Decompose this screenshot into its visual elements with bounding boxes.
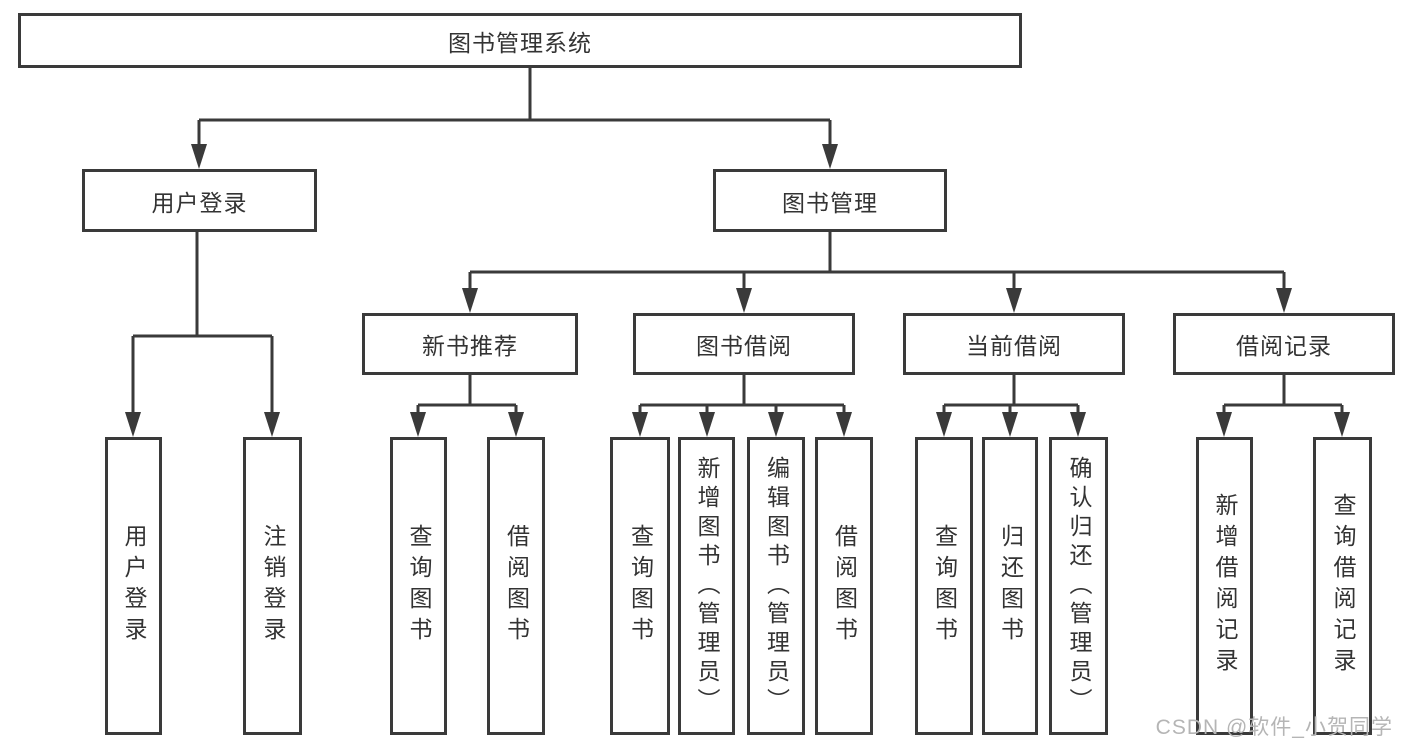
leaf-logout-label: 注销登录 (260, 524, 286, 648)
leaf-add-borrow-record-label: 新增借阅记录 (1212, 493, 1238, 679)
node-new-book-recommend-label: 新书推荐 (422, 333, 518, 359)
leaf-query-book-2: 查询图书 (610, 437, 670, 735)
leaf-borrow-book-2: 借阅图书 (815, 437, 873, 735)
leaf-confirm-return-admin: 确认归还（管理员） (1049, 437, 1108, 735)
leaf-query-borrow-record: 查询借阅记录 (1313, 437, 1372, 735)
leaf-query-book-2-label: 查询图书 (627, 524, 654, 648)
node-book-management-label: 图书管理 (782, 189, 878, 216)
node-book-borrow: 图书借阅 (633, 313, 855, 375)
node-borrow-records-label: 借阅记录 (1236, 333, 1332, 359)
leaf-edit-book-admin-label: 编辑图书（管理员） (763, 455, 790, 717)
leaf-user-login-label: 用户登录 (121, 524, 147, 648)
leaf-borrow-book-1: 借阅图书 (487, 437, 545, 735)
leaf-edit-book-admin: 编辑图书（管理员） (747, 437, 805, 735)
node-library-system-label: 图书管理系统 (448, 29, 592, 56)
leaf-confirm-return-admin-label: 确认归还（管理员） (1066, 455, 1092, 717)
leaf-add-book-admin: 新增图书（管理员） (678, 437, 735, 735)
leaf-add-borrow-record: 新增借阅记录 (1196, 437, 1253, 735)
leaf-user-login: 用户登录 (105, 437, 162, 735)
node-user-login: 用户登录 (82, 169, 317, 232)
leaf-query-book-3-label: 查询图书 (931, 524, 958, 648)
leaf-query-book-1: 查询图书 (390, 437, 447, 735)
node-new-book-recommend: 新书推荐 (362, 313, 578, 375)
node-current-borrow-label: 当前借阅 (966, 333, 1062, 359)
node-library-system: 图书管理系统 (18, 13, 1022, 68)
leaf-borrow-book-1-label: 借阅图书 (503, 524, 530, 648)
leaf-query-book-3: 查询图书 (915, 437, 973, 735)
node-current-borrow: 当前借阅 (903, 313, 1125, 375)
leaf-query-borrow-record-label: 查询借阅记录 (1330, 493, 1356, 679)
leaf-borrow-book-2-label: 借阅图书 (831, 524, 858, 648)
csdn-watermark: CSDN @软件_小贺同学 (1155, 716, 1393, 739)
node-book-management: 图书管理 (713, 169, 947, 232)
leaf-return-book-label: 归还图书 (997, 524, 1024, 648)
node-user-login-label: 用户登录 (151, 189, 248, 216)
node-borrow-records: 借阅记录 (1173, 313, 1395, 375)
leaf-add-book-admin-label: 新增图书（管理员） (694, 455, 720, 717)
node-book-borrow-label: 图书借阅 (696, 333, 792, 359)
leaf-query-book-1-label: 查询图书 (406, 524, 432, 648)
leaf-return-book: 归还图书 (982, 437, 1038, 735)
leaf-logout: 注销登录 (243, 437, 302, 735)
